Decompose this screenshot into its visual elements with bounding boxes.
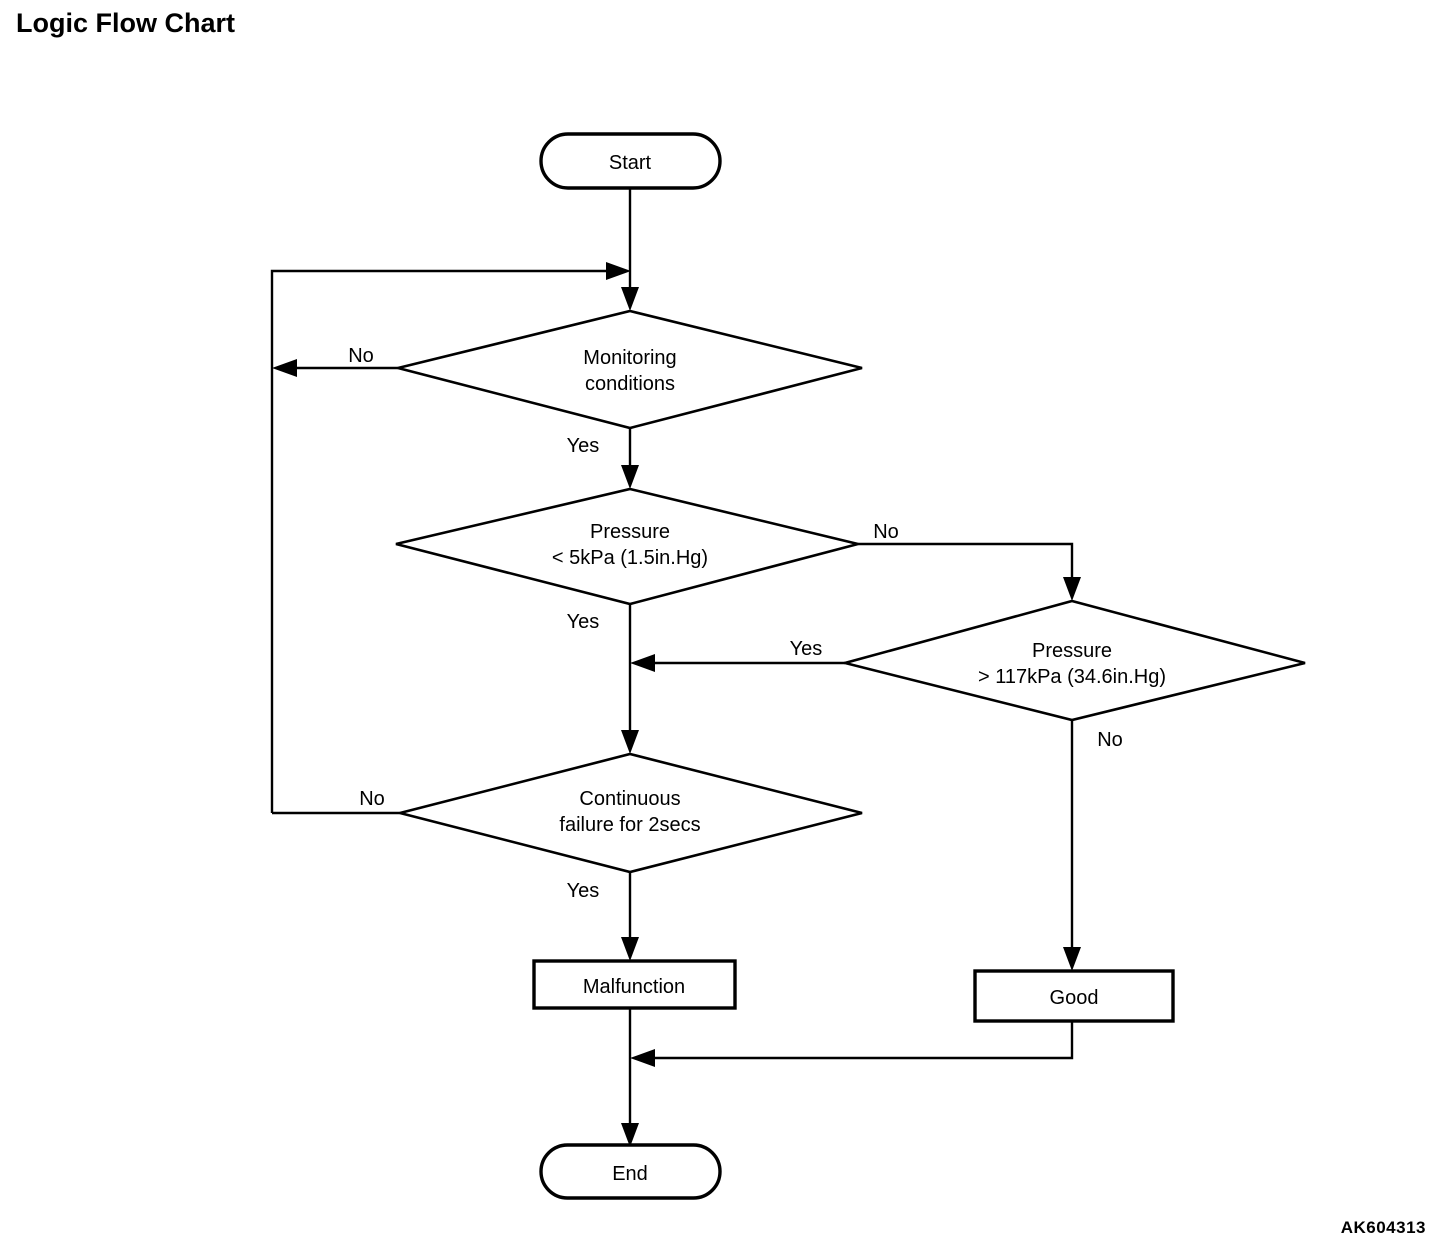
edge-continuous-yes: Yes [567,872,639,961]
edge-monitoring-yes: Yes [567,428,639,489]
node-end-label: End [612,1163,648,1185]
edge-monitoring-no: No [272,345,398,377]
node-malfunction[interactable]: Malfunction [532,959,737,1010]
node-pressure-above-117kpa-label-line2: > 117kPa (34.6in.Hg) [978,666,1166,688]
edge-label-pressure-low-no: No [873,521,899,543]
node-end[interactable]: End [539,1143,722,1200]
node-good-label: Good [1050,987,1099,1009]
edge-label-pressure-high-yes: Yes [790,638,823,660]
edge-good-to-end [630,1021,1074,1067]
node-pressure-above-117kpa[interactable]: Pressure > 117kPa (34.6in.Hg) [839,599,1306,722]
edge-label-monitoring-no: No [348,345,374,367]
node-continuous-failure-label-line2: failure for 2secs [559,814,700,836]
node-start[interactable]: Start [539,132,722,190]
edge-label-monitoring-yes: Yes [567,435,600,457]
edge-pressure-high-no: No [1063,720,1123,971]
edge-label-pressure-low-yes: Yes [567,611,600,633]
node-monitoring-conditions-label-line1: Monitoring [583,347,676,369]
node-start-label: Start [609,152,652,174]
node-monitoring-conditions-label-line2: conditions [585,373,675,395]
edge-pressure-low-no: No [858,521,1081,601]
node-continuous-failure-label-line1: Continuous [579,788,680,810]
edge-pressure-high-yes: Yes [630,638,845,672]
edge-label-continuous-no: No [359,788,385,810]
node-good[interactable]: Good [973,969,1175,1023]
edge-pressure-low-yes: Yes [567,604,639,754]
node-monitoring-conditions[interactable]: Monitoring conditions [397,309,863,430]
node-continuous-failure[interactable]: Continuous failure for 2secs [399,752,863,874]
node-pressure-below-5kpa-label-line2: < 5kPa (1.5in.Hg) [552,547,708,569]
edge-loopback-rail [270,262,631,813]
page-title: Logic Flow Chart [16,8,235,38]
edge-label-pressure-high-no: No [1097,729,1123,751]
edge-continuous-no: No [272,788,400,815]
node-pressure-below-5kpa[interactable]: Pressure < 5kPa (1.5in.Hg) [395,487,859,606]
edge-label-continuous-yes: Yes [567,880,600,902]
node-pressure-below-5kpa-label-line1: Pressure [590,521,670,543]
node-malfunction-label: Malfunction [583,976,685,998]
edge-malfunction-to-end [621,1008,639,1147]
figure-code: AK604313 [1340,1218,1426,1237]
edge-start-to-monitoring [621,188,639,311]
node-pressure-above-117kpa-label-line1: Pressure [1032,640,1112,662]
